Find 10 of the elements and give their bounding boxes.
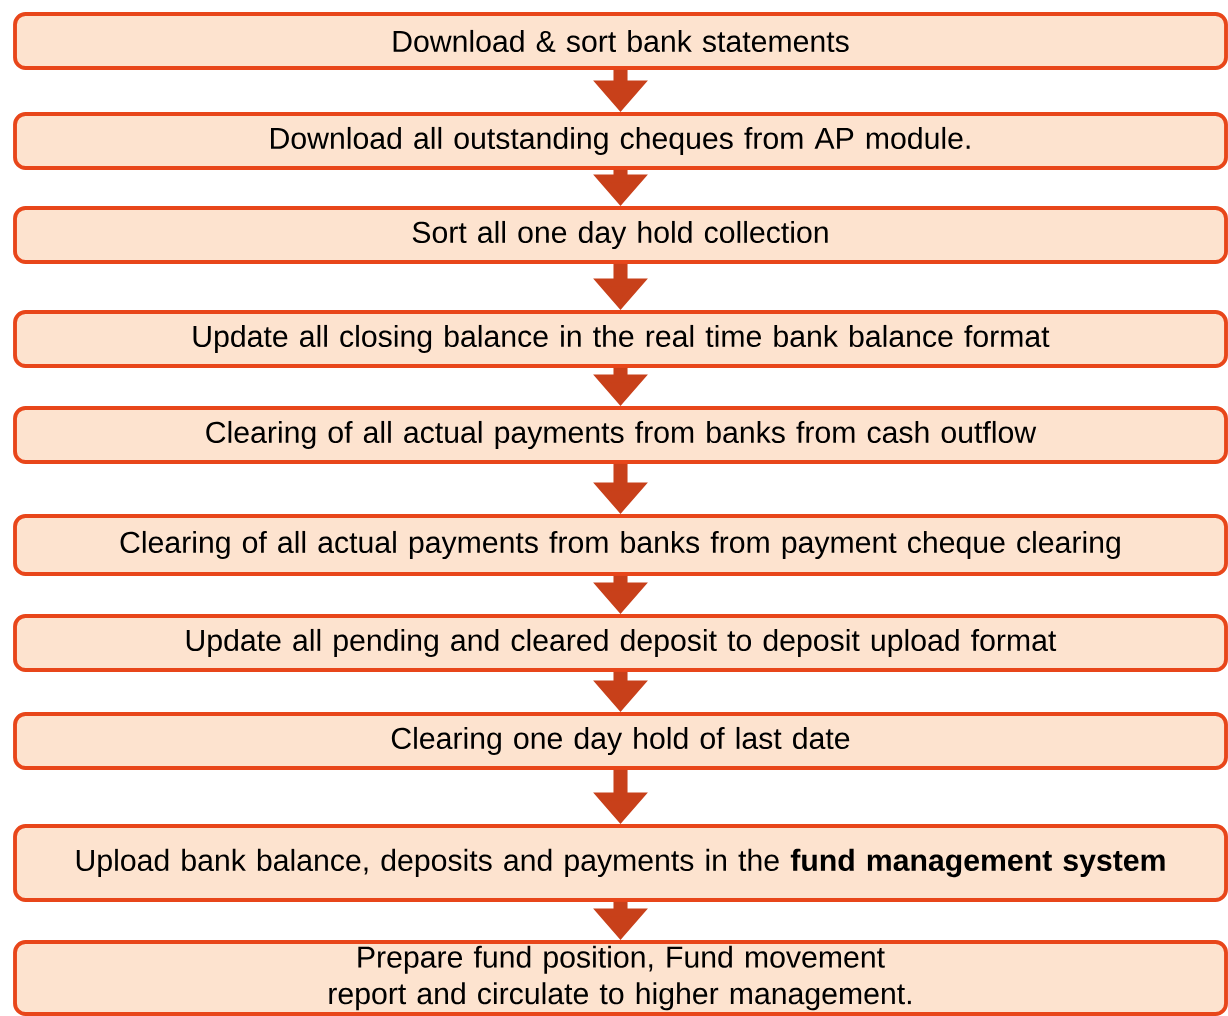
process-box: Clearing of all actual payments from banks from cash outflow — [13, 406, 1228, 464]
process-box: Clearing of all actual payments from banks from payment cheque clearing — [13, 514, 1228, 576]
process-box: Upload bank balance, deposits and payments in the fund management system — [13, 824, 1228, 902]
process-box: Update all closing balance in the real time bank balance format — [13, 310, 1228, 368]
process-box: Prepare fund position, Fund movement report and circulate to higher management. — [13, 940, 1228, 1016]
process-box: Download & sort bank statements — [13, 12, 1228, 70]
process-box: Clearing one day hold of last date — [13, 712, 1228, 770]
process-box: Update all pending and cleared deposit to deposit upload format — [13, 614, 1228, 672]
process-box: Download all outstanding cheques from AP module. — [13, 112, 1228, 170]
process-box: Sort all one day hold collection — [13, 206, 1228, 264]
